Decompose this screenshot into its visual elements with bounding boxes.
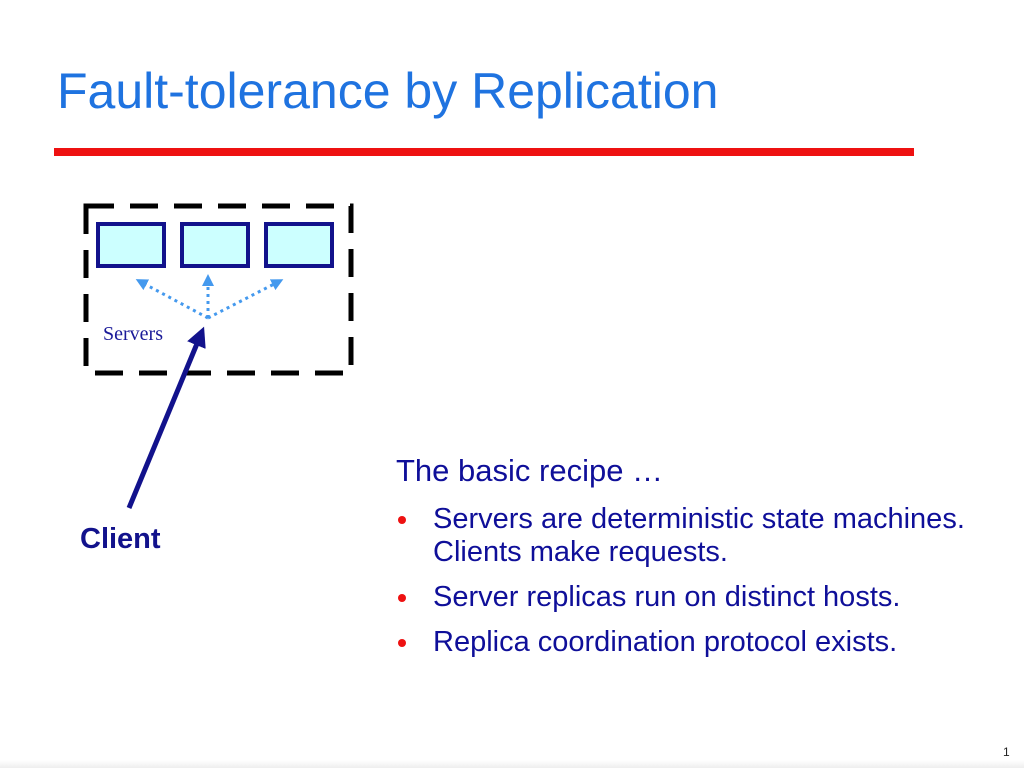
bullet-text: Replica coordination protocol exists.	[433, 626, 898, 658]
servers-label: Servers	[103, 323, 163, 345]
page-number: 1	[1003, 745, 1010, 759]
footer-band	[0, 760, 1024, 768]
bullet-dot-icon	[398, 516, 406, 524]
server-group-boundary	[83, 203, 354, 376]
bullet-item: Server replicas run on distinct hosts.	[396, 581, 1016, 614]
title-underline	[54, 148, 914, 156]
bullet-text: Server replicas run on distinct hosts.	[433, 581, 901, 613]
recipe-heading: The basic recipe …	[396, 453, 664, 488]
bullet-text: Servers are deterministic state machines…	[433, 503, 965, 568]
fanout-arrow-left	[135, 279, 209, 320]
recipe-bullet-list: Servers are deterministic state machines…	[396, 503, 1016, 671]
replica-box-1	[96, 222, 166, 268]
replica-boxes	[96, 222, 334, 268]
client-request-arrow	[126, 326, 206, 509]
replica-box-3	[264, 222, 334, 268]
bullet-item: Servers are deterministic state machines…	[396, 503, 1016, 569]
bullet-dot-icon	[398, 594, 406, 602]
replica-box-2	[180, 222, 250, 268]
bullet-dot-icon	[398, 639, 406, 647]
bullet-item: Replica coordination protocol exists.	[396, 626, 1016, 659]
slide-title: Fault-tolerance by Replication	[57, 63, 719, 119]
client-label: Client	[80, 523, 161, 555]
request-fanout-arrows	[135, 274, 284, 320]
fanout-arrow-right	[207, 279, 284, 320]
